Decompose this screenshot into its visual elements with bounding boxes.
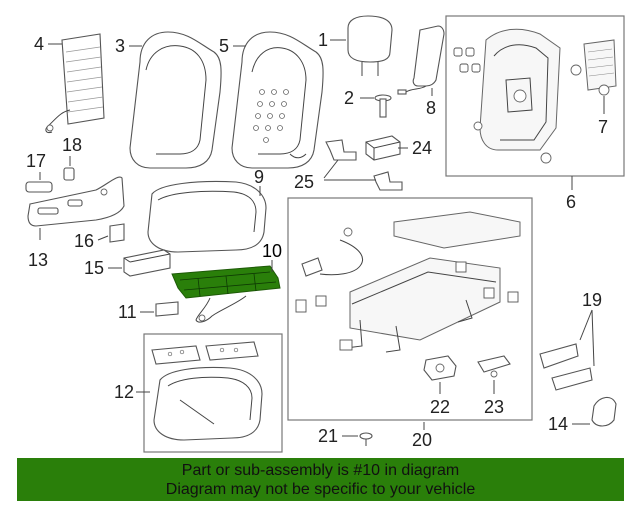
callout-10: 10 bbox=[262, 241, 282, 261]
callout-6: 6 bbox=[566, 192, 576, 212]
callout-25: 25 bbox=[294, 172, 314, 192]
part-4-seatback-board bbox=[45, 33, 105, 133]
part-15-module bbox=[123, 249, 171, 277]
callout-15: 15 bbox=[84, 258, 104, 278]
callout-4: 4 bbox=[34, 34, 44, 54]
callout-16: 16 bbox=[74, 231, 94, 251]
part-20-seat-track bbox=[295, 211, 521, 353]
callout-19: 19 bbox=[582, 290, 602, 310]
part-13-side-shield bbox=[27, 176, 125, 227]
part-10-seat-heater-mat bbox=[171, 265, 281, 323]
part-16-connector bbox=[109, 223, 125, 243]
callout-7: 7 bbox=[598, 117, 608, 137]
banner-line-1: Part or sub-assembly is #10 in diagram bbox=[181, 462, 460, 479]
callout-5: 5 bbox=[219, 36, 229, 56]
part-3-seatback-cover bbox=[129, 31, 222, 169]
part-7-recliner bbox=[570, 39, 617, 96]
part-8-side-module bbox=[397, 25, 445, 95]
part-10-highlight-fill bbox=[171, 265, 281, 299]
part-2-guide bbox=[374, 94, 392, 118]
part-1-headrest bbox=[347, 15, 393, 76]
part-5-seatback-pad bbox=[231, 31, 324, 169]
part-22-component bbox=[423, 355, 457, 381]
callout-12: 12 bbox=[114, 382, 134, 402]
part-21-clip bbox=[359, 432, 373, 446]
part-20-box bbox=[287, 197, 533, 421]
callout-14: 14 bbox=[548, 414, 568, 434]
callout-2: 2 bbox=[344, 88, 354, 108]
part-24-module bbox=[365, 135, 401, 161]
part-17-knob bbox=[25, 181, 53, 193]
callout-11: 11 bbox=[118, 302, 137, 322]
callout-13: 13 bbox=[28, 250, 48, 270]
callout-1: 1 bbox=[318, 30, 328, 50]
part-12-box bbox=[143, 333, 283, 453]
callout-18: 18 bbox=[62, 135, 82, 155]
part-25-brackets bbox=[325, 139, 403, 191]
info-banner: Part or sub-assembly is #10 in diagram D… bbox=[17, 458, 624, 501]
callout-8: 8 bbox=[426, 98, 436, 118]
part-11-connector bbox=[155, 301, 179, 317]
banner-line-2: Diagram may not be specific to your vehi… bbox=[165, 481, 476, 498]
callout-21: 21 bbox=[318, 426, 338, 446]
part-6-seatback-frame bbox=[453, 28, 561, 164]
callout-23: 23 bbox=[484, 397, 504, 417]
part-9-cushion-cover bbox=[147, 180, 267, 253]
part-14-cap bbox=[591, 396, 617, 427]
callout-24: 24 bbox=[412, 138, 432, 158]
part-18-knob bbox=[63, 167, 75, 181]
part-6-frame-box bbox=[445, 15, 625, 177]
part-19-trim bbox=[539, 343, 593, 391]
callout-20: 20 bbox=[412, 430, 432, 450]
part-23-component bbox=[477, 355, 511, 378]
callout-9: 9 bbox=[254, 167, 264, 187]
part-12-cushion-pad bbox=[151, 341, 263, 441]
callout-3: 3 bbox=[115, 36, 125, 56]
callout-17: 17 bbox=[26, 151, 46, 171]
callout-22: 22 bbox=[430, 397, 450, 417]
